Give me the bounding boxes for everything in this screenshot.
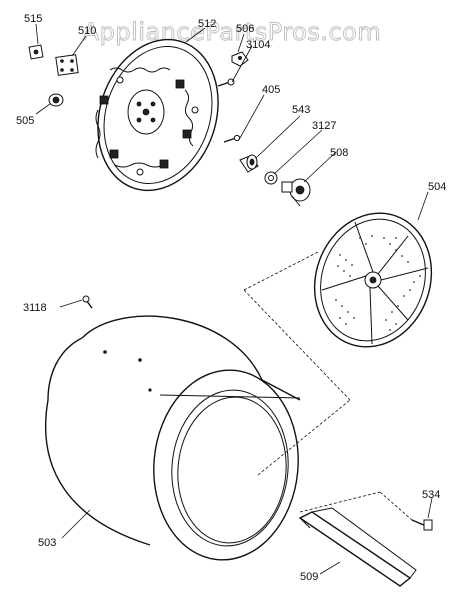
label-504: 504	[428, 181, 446, 193]
rear-drum-head	[95, 38, 219, 192]
label-512: 512	[198, 18, 216, 30]
label-3104: 3104	[246, 39, 270, 51]
part-515-clip	[28, 44, 44, 60]
label-505: 505	[16, 115, 34, 127]
label-515: 515	[24, 13, 42, 25]
part-543-bushing	[239, 154, 259, 173]
assembly-dashed-lines	[243, 251, 413, 521]
callout-labels: 515 510 512 506 3104 505 405 543 3127 50…	[16, 13, 446, 583]
part-3118-screw	[82, 295, 93, 309]
part-509-baffle	[298, 507, 417, 587]
label-543: 543	[292, 104, 310, 116]
part-508-shaft	[281, 178, 311, 207]
label-508: 508	[330, 147, 348, 159]
label-509: 509	[300, 571, 318, 583]
label-506: 506	[236, 23, 254, 35]
part-405-screw	[223, 134, 241, 143]
leader-lines	[35, 23, 433, 575]
part-3104-screw	[217, 78, 235, 87]
part-510-plate	[55, 54, 79, 76]
label-503: 503	[38, 537, 56, 549]
label-510: 510	[78, 25, 96, 37]
drum-503	[44, 315, 301, 561]
label-534: 534	[422, 489, 440, 501]
part-506-clip	[231, 51, 249, 67]
part-534-screw	[411, 519, 433, 531]
part-3127-washer	[264, 171, 278, 185]
part-505-bearing	[48, 93, 64, 107]
drum-rear-panel-504	[313, 212, 433, 348]
label-405: 405	[262, 84, 280, 96]
watermark: AppliancePartsPros.com	[83, 18, 381, 46]
label-3127: 3127	[312, 120, 336, 132]
label-3118: 3118	[23, 302, 47, 314]
